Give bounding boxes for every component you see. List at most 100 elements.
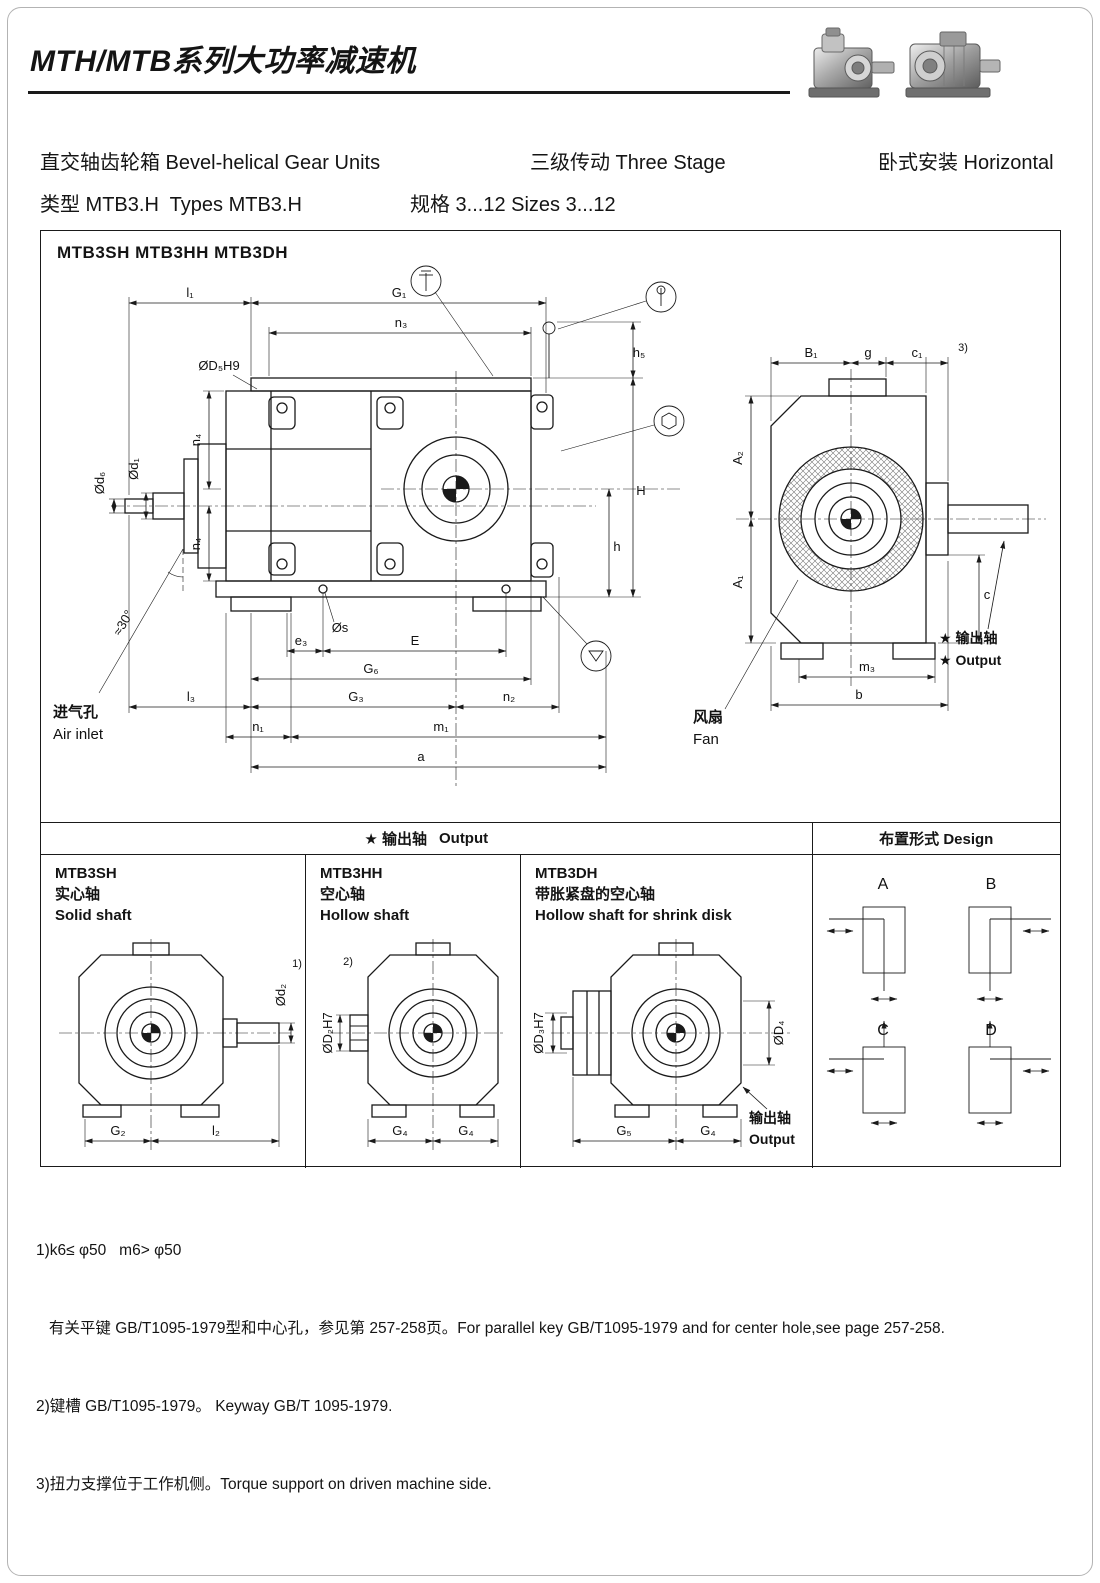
design-letter-b: B: [986, 876, 997, 893]
side-view: l₁ G₁ n₃ h₅ ØD₅H9 n₄ n₄ Ød₁ Ød₆ ≈30° Øs …: [53, 265, 685, 786]
dim-label-G4: G₄: [700, 1123, 715, 1138]
dim-label-l1: l₁: [186, 285, 194, 300]
output-section-header: ★ 输出轴 Output 布置形式 Design: [41, 822, 1060, 855]
panel-model-name: MTB3SH: [55, 865, 117, 882]
mtb3sh-drawing: Ød₂ 1) G₂ l₂: [59, 939, 302, 1151]
dim-label-D2H7: ØD₂H7: [320, 1012, 335, 1053]
panel-type-cn: 空心轴: [320, 886, 366, 903]
dim-label-n4-lower: n₄: [188, 538, 203, 551]
mtb3hh-housing: [349, 942, 499, 1118]
design-letter-a: A: [878, 876, 889, 893]
end-view-dimension-lines: [748, 360, 1006, 708]
dim-label-d6: Ød₆: [92, 472, 107, 495]
dim-label-G4b: G₄: [458, 1123, 473, 1138]
panel-type-cn: 实心轴: [55, 886, 101, 903]
intro-three-stage: 三级传动 Three Stage: [530, 152, 726, 174]
footnote-1b: 有关平键 GB/T1095-1979型和中心孔，参见第 257-258页。For…: [36, 1320, 945, 1337]
mtb3sh-housing: [78, 942, 280, 1118]
design-letter-c: C: [877, 1022, 889, 1039]
mtb3hh-drawing: 2) ØD₂H7 G₄ G₄: [320, 939, 506, 1151]
output-shaft-label-en: ★ Output: [939, 652, 1002, 668]
output-label-cn: 输出轴: [749, 1110, 791, 1126]
drain-plug-icon: [542, 596, 612, 672]
note3-marker: 3): [958, 342, 968, 354]
side-view-dimension-lines: [111, 300, 636, 770]
design-header-cell: 布置形式 Design: [813, 823, 1061, 854]
main-technical-drawing: l₁ G₁ n₃ h₅ ØD₅H9 n₄ n₄ Ød₁ Ød₆ ≈30° Øs …: [53, 265, 1046, 786]
mtb3dh-dims: [550, 1000, 772, 1144]
dim-label-A2: A₂: [730, 451, 745, 465]
model-list-label: MTB3SH MTB3HH MTB3DH: [57, 243, 288, 262]
dim-label-h: h: [613, 539, 620, 554]
end-view: B₁ g c₁ 3) A₂ A₁ c m₃ b 风扇 Fan ★ 输出轴 ★ O…: [693, 342, 1046, 748]
panel-type-en: Solid shaft: [55, 907, 132, 924]
design-b: B: [968, 876, 1051, 1002]
angle-label: ≈30°: [110, 607, 136, 638]
footnote-1: 1)k6≤ φ50 m6> φ50: [36, 1242, 182, 1259]
dim-label-e3: e₃: [295, 633, 308, 648]
output-header-cell: ★ 输出轴 Output: [41, 823, 813, 854]
dim-label-d1: Ød₁: [126, 458, 141, 480]
mtb3hh-dims: [337, 1014, 499, 1144]
panel-designs: A B: [813, 855, 1060, 1168]
design-letter-d: D: [985, 1022, 997, 1039]
design-c: C: [826, 1020, 906, 1126]
dim-label-n1: n₁: [252, 719, 264, 734]
dim-label-l2: l₂: [212, 1123, 220, 1138]
dim-label-s: Øs: [332, 620, 349, 635]
footnote-3: 3)扭力支撑位于工作机侧。Torque support on driven ma…: [36, 1476, 492, 1493]
dim-label-n3: n₃: [395, 315, 408, 330]
output-shaft-label-cn: ★ 输出轴: [939, 630, 997, 646]
design-header-label: 布置形式 Design: [879, 831, 994, 848]
dipstick: [542, 321, 556, 378]
intro-sizes: 规格 3...12 Sizes 3...12: [410, 194, 616, 216]
oil-plug-icon: [560, 405, 685, 452]
side-view-centerlines: [111, 371, 681, 786]
dim-label-n2: n₂: [503, 689, 515, 704]
panel-mtb3hh: MTB3HH 空心轴 Hollow shaft: [306, 855, 521, 1168]
dim-label-l3: l₃: [187, 689, 195, 704]
title-underline: [28, 91, 790, 94]
dim-label-D4: ØD₄: [771, 1021, 786, 1046]
dim-label-d2: Ød₂: [273, 984, 288, 1006]
panel-type-cn: 带胀紧盘的空心轴: [535, 886, 656, 903]
dim-label-m3: m₃: [859, 659, 875, 674]
mtb3dh-housing: [560, 942, 742, 1118]
output-variant-panels: MTB3SH 实心轴 Solid shaft: [41, 855, 1060, 1168]
product-photo-bevel-unit: [808, 27, 895, 98]
product-photo-helical-unit: [905, 31, 1001, 98]
design-a: A: [826, 876, 906, 1002]
oil-level-icon: [557, 281, 677, 330]
dim-label-b: b: [855, 687, 862, 702]
input-shaft: [124, 443, 227, 569]
mtb3dh-drawing: ØD₃H7 ØD₄ G₅ G₄ 输出轴 Output: [531, 939, 795, 1151]
dim-label-c: c: [984, 587, 991, 602]
footnotes: 1)k6≤ φ50 m6> φ50 有关平键 GB/T1095-1979型和中心…: [36, 1186, 945, 1550]
intro-types: 类型 MTB3.H Types MTB3.H: [40, 194, 302, 216]
dim-label-G2: G₂: [110, 1123, 125, 1138]
dim-label-h5: h₅: [633, 345, 645, 360]
panel-model-name: MTB3HH: [320, 865, 383, 882]
dim-label-H: H: [636, 483, 645, 498]
footnote-2: 2)键槽 GB/T1095-1979。 Keyway GB/T 1095-197…: [36, 1398, 393, 1415]
fan-shroud: [778, 446, 924, 592]
intro-horizontal: 卧式安装 Horizontal: [878, 152, 1054, 174]
dim-label-G6: G₆: [363, 661, 378, 676]
note2-marker: 2): [343, 956, 353, 968]
mtb3sh-dims: [84, 1022, 294, 1144]
product-photos: [806, 24, 1004, 102]
dim-label-n4-upper: n₄: [188, 434, 203, 447]
dim-label-G3: G₃: [348, 689, 363, 704]
panel-mtb3hh-label: MTB3HH 空心轴 Hollow shaft: [320, 863, 409, 926]
dim-label-B1: B₁: [804, 345, 818, 360]
air-inlet-label-cn: 进气孔: [53, 703, 98, 721]
breather-icon: [410, 265, 494, 377]
note1-marker: 1): [292, 958, 302, 970]
design-d: D: [968, 1020, 1051, 1126]
dim-label-g: g: [864, 345, 871, 360]
output-label-en: Output: [749, 1131, 795, 1147]
dim-label-a: a: [417, 749, 425, 764]
design-arrangements-drawing: A B: [826, 876, 1051, 1126]
page-title: MTH/MTB系列大功率减速机: [30, 45, 416, 78]
